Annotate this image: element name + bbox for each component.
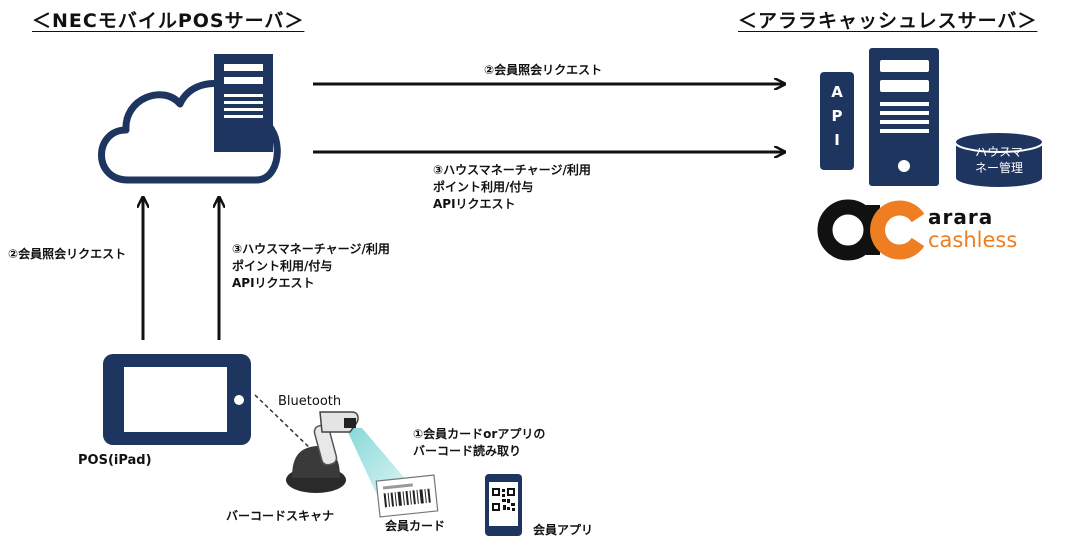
- member-app-phone-icon: [485, 474, 522, 536]
- barcode-scanner-icon: [286, 411, 359, 493]
- scan-step-label: ①会員カードorアプリの バーコード読み取り: [413, 426, 545, 460]
- db-label: ハウスマ ネー管理: [955, 144, 1043, 176]
- logo-text-cashless: cashless: [928, 228, 1018, 252]
- top-arrow-label: ②会員照会リクエスト: [484, 63, 603, 77]
- db-label-line-1: ハウスマ: [975, 145, 1023, 159]
- right-arrow-label-line-2: ポイント利用/付与: [232, 259, 333, 273]
- arara-server-icon: [869, 48, 939, 186]
- right-arrow-label-line-3: APIリクエスト: [232, 276, 315, 290]
- api-letter-p: P: [831, 107, 843, 125]
- scanner-label: バーコードスキャナ: [226, 509, 335, 523]
- db-label-line-2: ネー管理: [974, 161, 1023, 175]
- house-money-database-icon: [954, 131, 1044, 189]
- api-letter-i: I: [834, 131, 840, 149]
- right-arrow-label-line-1: ③ハウスマネーチャージ/利用: [232, 242, 390, 256]
- scan-step-line-2: バーコード読み取り: [413, 444, 522, 458]
- api-label: A P I: [820, 80, 854, 152]
- right-arrow-label: ③ハウスマネーチャージ/利用 ポイント利用/付与 APIリクエスト: [232, 241, 390, 292]
- cloud-server-icon: [98, 54, 281, 184]
- arara-server-title: ＜アララキャッシュレスサーバ＞: [738, 10, 1038, 32]
- mid-arrow-label-line-1: ③ハウスマネーチャージ/利用: [433, 163, 591, 177]
- nec-server-title: ＜NECモバイルPOSサーバ＞: [32, 10, 305, 32]
- ipad-icon: [103, 354, 251, 445]
- card-label: 会員カード: [385, 519, 446, 533]
- arara-logo-mark: [817, 199, 925, 261]
- mid-arrow-label-line-2: ポイント利用/付与: [433, 180, 534, 194]
- left-arrow-label: ②会員照会リクエスト: [8, 247, 127, 261]
- api-letter-a: A: [831, 83, 843, 101]
- app-label: 会員アプリ: [533, 523, 594, 537]
- mid-arrow-label: ③ハウスマネーチャージ/利用 ポイント利用/付与 APIリクエスト: [433, 162, 591, 213]
- scan-step-line-1: ①会員カードorアプリの: [413, 427, 546, 441]
- api-box-icon: [820, 72, 854, 170]
- qr-code-icon: [492, 488, 515, 511]
- logo-text-arara: arara: [928, 205, 994, 229]
- member-card-icon: [375, 474, 439, 518]
- mid-arrow-label-line-3: APIリクエスト: [433, 197, 516, 211]
- bluetooth-label: Bluetooth: [278, 394, 342, 409]
- pos-label: POS(iPad): [78, 453, 152, 468]
